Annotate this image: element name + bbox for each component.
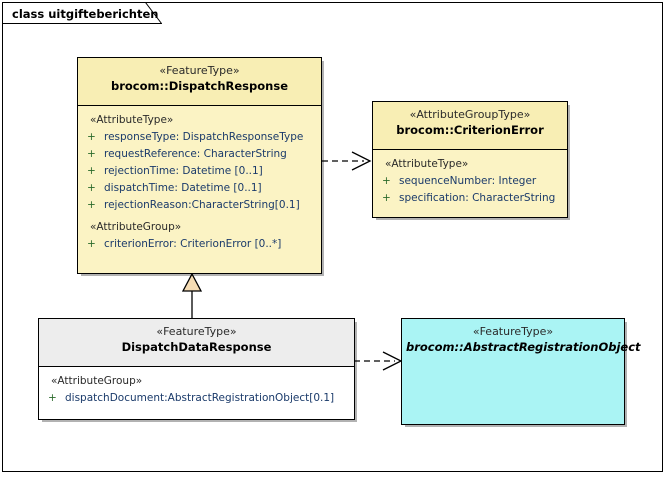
class-name: brocom::AbstractRegistrationObject	[406, 340, 641, 354]
class-body-dispatch-response: «AttributeType» + responseType: Dispatch…	[78, 106, 321, 259]
attribute-group-label: «AttributeType»	[385, 158, 469, 170]
attribute-text: rejectionReason:CharacterString[0.1]	[104, 199, 300, 211]
attribute-visibility: +	[87, 131, 96, 143]
attribute-visibility: +	[87, 238, 96, 250]
attribute-row[interactable]: + dispatchTime: Datetime [0..1]	[84, 180, 317, 197]
attribute-visibility: +	[87, 199, 96, 211]
attribute-visibility: +	[87, 148, 96, 160]
class-box-dispatch-response[interactable]: «FeatureType» brocom::DispatchResponse «…	[77, 57, 322, 274]
attribute-group-label: «AttributeType»	[90, 114, 174, 126]
attribute-row[interactable]: + requestReference: CharacterString	[84, 146, 317, 163]
class-header-dispatch-response: «FeatureType» brocom::DispatchResponse	[78, 58, 321, 106]
class-header-abstract-registration-object: «FeatureType» brocom::AbstractRegistrati…	[402, 319, 641, 367]
diagram-frame	[2, 2, 663, 472]
attribute-text: rejectionTime: Datetime [0..1]	[104, 165, 263, 177]
attribute-text: dispatchDocument:AbstractRegistrationObj…	[65, 392, 335, 404]
attribute-visibility: +	[87, 165, 96, 177]
attribute-text: requestReference: CharacterString	[104, 148, 287, 160]
class-body-dispatch-data-response: «AttributeGroup» + dispatchDocument:Abst…	[39, 367, 354, 413]
diagram-title-tab: class uitgifteberichten	[2, 2, 163, 24]
attribute-text: sequenceNumber: Integer	[399, 175, 537, 187]
diagram-title-tab-shape	[2, 2, 163, 24]
attribute-row[interactable]: + rejectionTime: Datetime [0..1]	[84, 163, 317, 180]
attribute-text: dispatchTime: Datetime [0..1]	[104, 182, 262, 194]
class-header-criterion-error: «AttributeGroupType» brocom::CriterionEr…	[373, 102, 567, 150]
diagram-title-label: class uitgifteberichten	[12, 7, 159, 21]
attribute-text: specification: CharacterString	[399, 192, 556, 204]
attribute-text: responseType: DispatchResponseType	[104, 131, 304, 143]
attribute-visibility: +	[382, 192, 391, 204]
class-stereotype: «FeatureType»	[159, 64, 240, 77]
attribute-group-label: «AttributeGroup»	[51, 375, 143, 387]
attribute-row[interactable]: + specification: CharacterString	[379, 190, 563, 207]
attribute-group-label: «AttributeGroup»	[90, 221, 182, 233]
attribute-row[interactable]: + dispatchDocument:AbstractRegistrationO…	[45, 390, 350, 407]
class-name: brocom::CriterionError	[396, 123, 544, 137]
attribute-row[interactable]: + responseType: DispatchResponseType	[84, 129, 317, 146]
attribute-visibility: +	[382, 175, 391, 187]
attribute-text: criterionError: CriterionError [0..*]	[104, 238, 282, 250]
attribute-visibility: +	[87, 182, 96, 194]
class-box-dispatch-data-response[interactable]: «FeatureType» DispatchDataResponse «Attr…	[38, 318, 355, 420]
attribute-visibility: +	[48, 392, 57, 404]
class-stereotype: «FeatureType»	[472, 325, 554, 338]
class-header-dispatch-data-response: «FeatureType» DispatchDataResponse	[39, 319, 354, 367]
class-name: DispatchDataResponse	[121, 340, 272, 354]
class-stereotype: «AttributeGroupType»	[409, 108, 531, 121]
class-box-criterion-error[interactable]: «AttributeGroupType» brocom::CriterionEr…	[372, 101, 568, 218]
attribute-row[interactable]: + criterionError: CriterionError [0..*]	[84, 236, 317, 253]
attribute-row[interactable]: + sequenceNumber: Integer	[379, 173, 563, 190]
class-stereotype: «FeatureType»	[156, 325, 237, 338]
class-body-criterion-error: «AttributeType» + sequenceNumber: Intege…	[373, 150, 567, 213]
class-name: brocom::DispatchResponse	[111, 79, 288, 93]
attribute-row[interactable]: + rejectionReason:CharacterString[0.1]	[84, 197, 317, 214]
class-box-abstract-registration-object[interactable]: «FeatureType» brocom::AbstractRegistrati…	[401, 318, 641, 425]
